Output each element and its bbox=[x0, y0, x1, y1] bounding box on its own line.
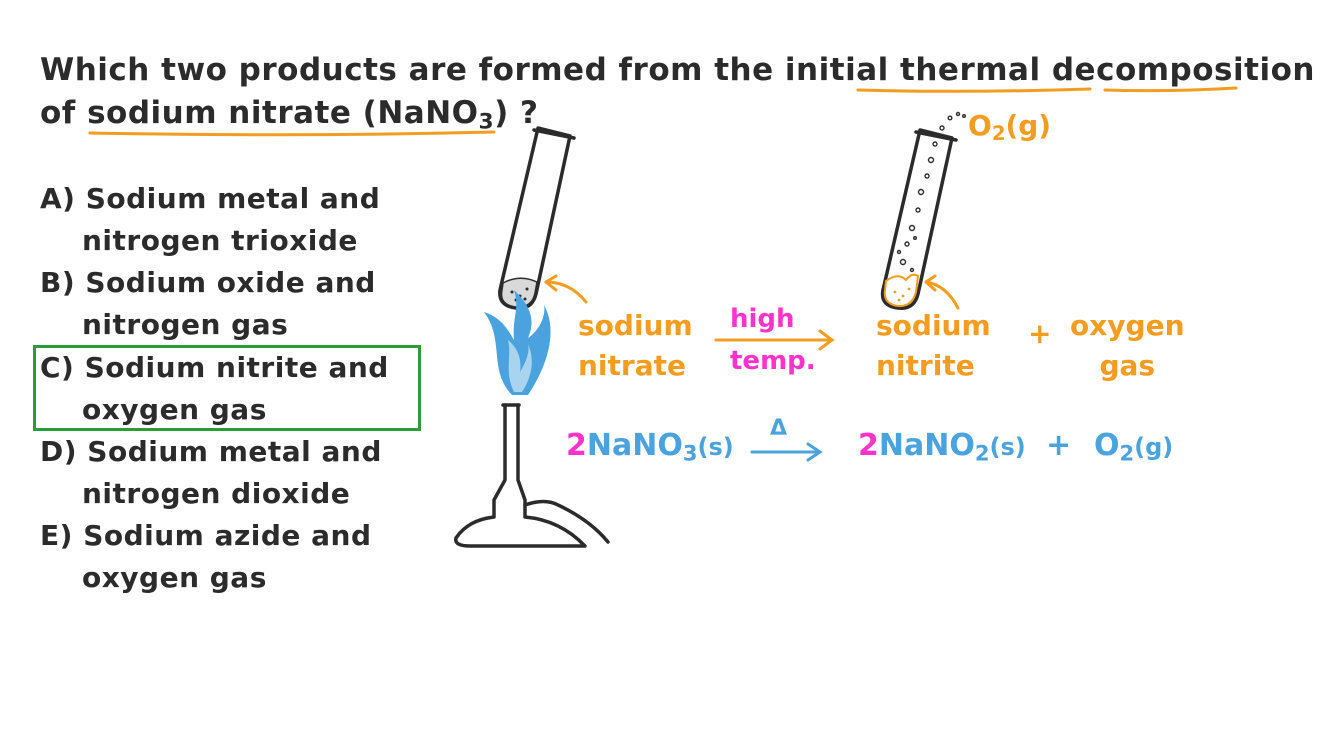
option-b: B) Sodium oxide and nitrogen gas bbox=[40, 266, 376, 341]
pointer-arrow-left bbox=[544, 280, 588, 304]
test-tube-left bbox=[498, 126, 576, 310]
delta-symbol: Δ bbox=[770, 416, 788, 441]
option-a: A) Sodium metal and nitrogen trioxide bbox=[40, 182, 381, 257]
label-sodium-nitrate: sodium nitrate bbox=[578, 309, 693, 382]
question-line-2: of sodium nitrate (NaNO3) ? bbox=[40, 95, 539, 135]
test-tube-right bbox=[880, 111, 967, 310]
label-sodium-nitrite: sodium nitrite bbox=[876, 309, 991, 382]
reaction-arrow-word bbox=[714, 329, 835, 351]
flame-icon bbox=[484, 290, 551, 395]
question-highlight-sodium-nitrate: sodium nitrate (NaNO3) bbox=[87, 95, 509, 135]
option-d: D) Sodium metal and nitrogen dioxide bbox=[40, 435, 382, 510]
underline-decomposition bbox=[1103, 86, 1238, 93]
gas-label: O2(g) bbox=[968, 109, 1052, 145]
question-line-1: Which two products are formed from the i… bbox=[40, 52, 1315, 88]
question-text: of bbox=[40, 95, 88, 131]
symbol-product-1: 2NaNO2(s) bbox=[858, 428, 1026, 466]
question-highlight-thermal-decomposition: thermal decomposition bbox=[900, 52, 1315, 88]
word-plus: + bbox=[1028, 317, 1052, 350]
symbol-reactant: 2NaNO3(s) bbox=[566, 428, 734, 466]
option-e: E) Sodium azide and oxygen gas bbox=[40, 519, 372, 594]
label-oxygen-gas: oxygen gas bbox=[1070, 309, 1185, 382]
underline-sodium-nitrate bbox=[88, 130, 496, 137]
label-high-temp: high temp. bbox=[730, 304, 816, 376]
pointer-arrow-right bbox=[924, 280, 960, 310]
option-c: C) Sodium nitrite and oxygen gas bbox=[40, 351, 389, 426]
correct-answer-box bbox=[33, 345, 421, 431]
symbol-product-2: O2(g) bbox=[1094, 428, 1174, 466]
reaction-arrow-symbol bbox=[750, 442, 823, 462]
underline-thermal bbox=[856, 87, 1092, 93]
question-text: Which two products are formed from the i… bbox=[40, 52, 901, 88]
gas-bubbles bbox=[896, 111, 967, 273]
bunsen-burner bbox=[454, 403, 610, 548]
symbol-plus: + bbox=[1046, 428, 1072, 463]
